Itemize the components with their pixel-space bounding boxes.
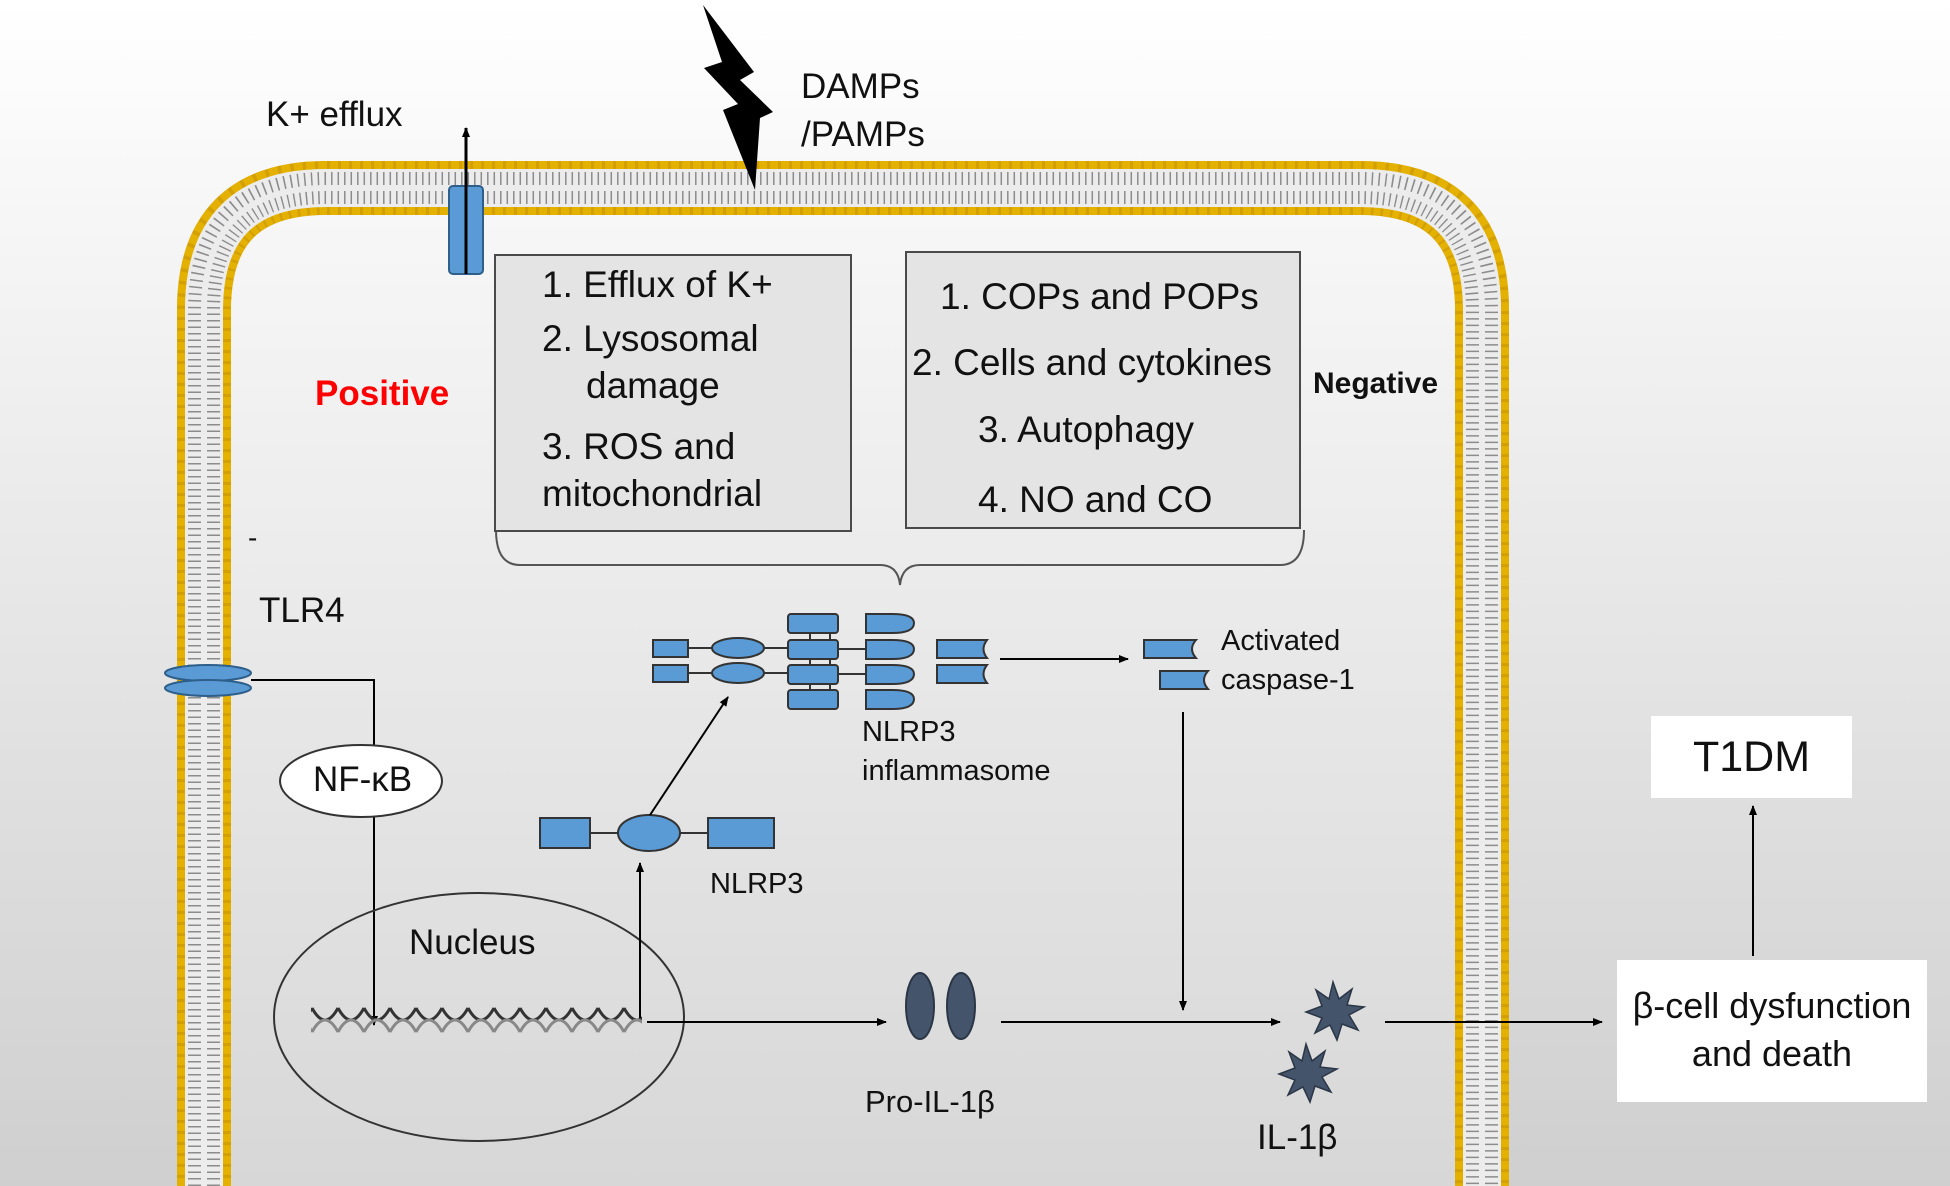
caspase-label-line1: Activated	[1221, 625, 1341, 657]
dna-helix-icon	[311, 997, 642, 1037]
negative-factor: 4. NO and CO	[978, 479, 1213, 520]
t1dm-label: T1DM	[1692, 733, 1811, 781]
lightning-bolt-icon	[703, 5, 773, 190]
pamps-label: /PAMPs	[801, 115, 925, 154]
brace	[495, 529, 1305, 586]
tlr4-receptor-icon	[164, 664, 252, 697]
pro-il1b-label: Pro-IL-1β	[865, 1084, 995, 1119]
nlrp3-inflammasome-icon	[652, 613, 990, 710]
positive-factor: 3. ROS and	[542, 426, 736, 467]
nlrp3-to-inflammasome-arrow	[649, 696, 729, 816]
inflammasome-label-line2: inflammasome	[862, 755, 1051, 787]
positive-factor: 1. Efflux of K+	[542, 264, 773, 305]
positive-factor: damage	[586, 365, 720, 406]
nlrp3-monomer-icon	[539, 814, 775, 852]
dash-mark: -	[248, 522, 258, 553]
il1b-label: IL-1β	[1257, 1118, 1338, 1157]
positive-factors-box: 1. Efflux of K+ 2. Lysosomal damage 3. R…	[494, 254, 852, 532]
potassium-channel-icon	[448, 127, 484, 275]
negative-label: Negative	[1313, 367, 1439, 400]
nucleus-label: Nucleus	[409, 923, 536, 962]
k-efflux-label: K+ efflux	[266, 95, 403, 134]
pro-il1b-icon	[905, 972, 976, 1040]
positive-label: Positive	[315, 374, 450, 413]
inflammasome-label-line1: NLRP3	[862, 716, 956, 748]
caspase-1-icon	[1143, 639, 1211, 690]
il1b-icon	[1276, 979, 1367, 1105]
positive-factor: mitochondrial	[542, 473, 763, 514]
tlr4-label: TLR4	[259, 591, 345, 630]
beta-cell-label-line1: β-cell dysfunction	[1632, 985, 1912, 1026]
negative-factors-box: 1. COPs and POPs 2. Cells and cytokines …	[905, 251, 1301, 529]
nlrp3-label: NLRP3	[710, 868, 804, 900]
positive-factor: 2. Lysosomal	[542, 318, 759, 359]
negative-factor: 3. Autophagy	[978, 409, 1195, 450]
t1dm-box: T1DM	[1651, 716, 1852, 798]
caspase-label-line2: caspase-1	[1221, 664, 1355, 696]
negative-factor: 2. Cells and cytokines	[912, 342, 1272, 383]
nucleus-ellipse	[273, 892, 685, 1142]
nfkb-ellipse	[279, 744, 443, 818]
beta-cell-label-line2: and death	[1691, 1033, 1853, 1074]
negative-factor: 1. COPs and POPs	[940, 276, 1259, 317]
beta-cell-box: β-cell dysfunction and death	[1617, 960, 1927, 1102]
damps-label: DAMPs	[801, 67, 920, 106]
nfkb-label: NF-κB	[313, 760, 413, 799]
